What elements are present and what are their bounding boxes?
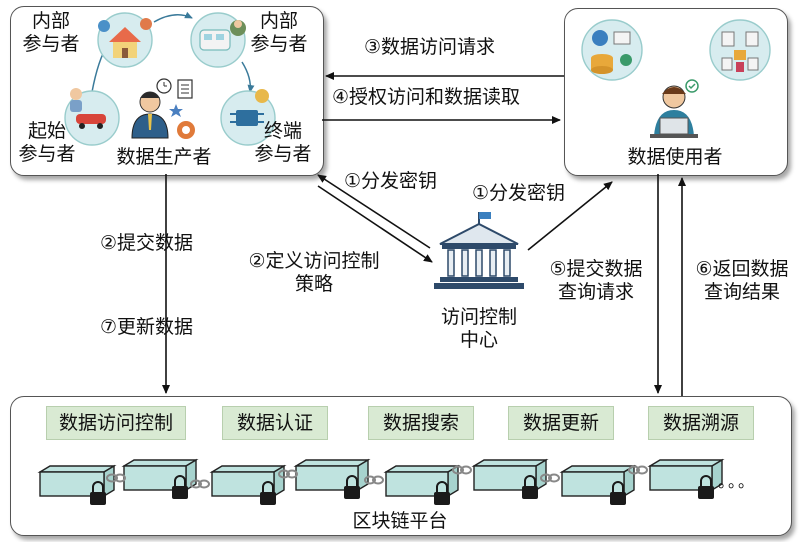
chain-ellipsis: 。。。 (718, 472, 757, 491)
block-8 (647, 458, 725, 492)
function-search: 数据搜索 (368, 406, 474, 440)
edge-label-authorize-read: ④授权访问和数据读取 (332, 86, 521, 108)
servers-icon (709, 19, 771, 81)
access-control-center-label: 访问控制 中心 (440, 306, 517, 351)
blockchain-blocks (37, 458, 725, 498)
blockchain-title: 区块链平台 (352, 510, 448, 532)
function-authentication: 数据认证 (222, 406, 328, 440)
edge-label-submit-data: ②提交数据 (100, 232, 194, 254)
edge-label-query-result: ⑥返回数据 查询结果 (695, 258, 789, 303)
user-title: 数据使用者 (627, 146, 723, 168)
database-icon (581, 19, 643, 81)
car-icon (64, 88, 120, 146)
edge-label-query-request: ⑤提交数据 查询请求 (549, 258, 643, 303)
edge-label-key-user: ①分发密钥 (472, 182, 566, 204)
lock-icon (90, 475, 714, 505)
edge-label-define-policy: ②定义访问控制 策略 (248, 250, 380, 295)
arrow-policy-to-center (317, 185, 433, 263)
function-provenance: 数据溯源 (648, 406, 754, 440)
house-icon (97, 12, 153, 68)
producer-person-icon (131, 78, 193, 139)
chain-icon (106, 465, 648, 489)
producer-title: 数据生产者 (116, 146, 212, 168)
arrow-key-to-producer (317, 174, 431, 249)
function-access-control: 数据访问控制 (46, 406, 186, 440)
participant-end-label: 终端 参与者 (254, 120, 312, 165)
edge-label-access-request: ③数据访问请求 (364, 36, 496, 58)
participant-inner-right-label: 内部 参与者 (250, 10, 308, 55)
arrow-key-to-user (527, 181, 613, 251)
participant-start-label: 起始 参与者 (18, 120, 76, 165)
laptop-user-icon (650, 79, 699, 138)
edge-label-update-data: ⑦更新数据 (100, 316, 194, 338)
function-update: 数据更新 (508, 406, 614, 440)
edge-label-key-producer: ①分发密钥 (344, 170, 438, 192)
participant-inner-left-label: 内部 参与者 (22, 10, 80, 55)
circuit-icon (220, 89, 276, 146)
gear-icon (177, 121, 195, 139)
bank-icon (434, 212, 524, 289)
train-icon (190, 12, 246, 68)
